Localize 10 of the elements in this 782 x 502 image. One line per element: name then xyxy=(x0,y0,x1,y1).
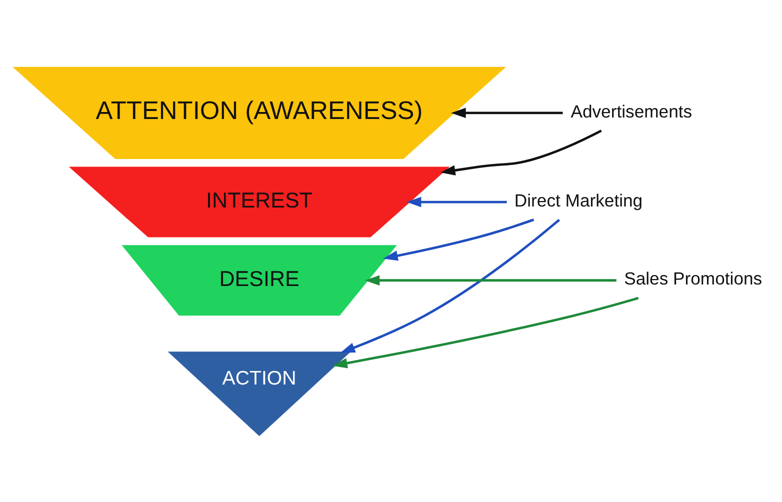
arrow xyxy=(451,107,563,118)
node-text: Direct Marketing xyxy=(514,190,643,210)
arrow xyxy=(440,129,602,175)
node-text: Advertisements xyxy=(570,100,692,121)
arrow xyxy=(383,218,534,260)
arrow xyxy=(364,274,616,286)
arrow xyxy=(340,218,560,352)
arrow xyxy=(332,296,639,368)
arrow xyxy=(406,196,507,207)
node-text: Sales Promotions xyxy=(624,268,762,288)
